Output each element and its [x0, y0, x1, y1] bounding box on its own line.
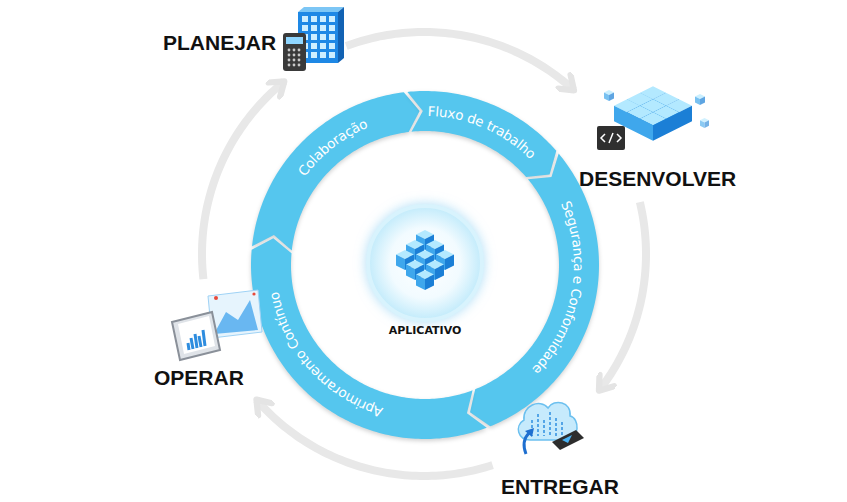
letter: F: [427, 103, 435, 119]
icon-part: [286, 37, 303, 44]
icon-part: [426, 240, 444, 260]
icon-part: [338, 7, 344, 63]
icon-part: [640, 86, 666, 115]
ring-segment-node: Fluxo de trabalho: [405, 89, 559, 180]
ring-label: Segurança e Conformidade: [468, 151, 601, 429]
icon-part: [627, 93, 653, 122]
icon-part: [396, 250, 414, 270]
icon-part: [653, 106, 679, 135]
letter: n: [570, 247, 587, 257]
develop-icon: [597, 86, 709, 150]
icon-part: [283, 33, 306, 71]
icon-part: [302, 16, 335, 58]
icon-part: [287, 48, 302, 68]
stage-node: OPERAR: [152, 285, 262, 395]
icon-part: [426, 260, 444, 280]
icon-part: [604, 90, 614, 101]
app-label: APLICATIVO: [365, 324, 485, 338]
icon-part: [524, 433, 529, 454]
app-circle-shape: [365, 204, 485, 344]
icon-part: [406, 240, 424, 260]
icon-part: [532, 412, 562, 436]
icon-part: [552, 430, 584, 450]
app-cubes: [396, 230, 454, 290]
stage-label: OPERAR: [154, 365, 244, 391]
ring-segment: [407, 91, 556, 177]
icon-part: [416, 250, 434, 270]
icon-part: [298, 12, 338, 63]
icon-part: [640, 99, 666, 128]
icon-part: [188, 330, 205, 350]
stage-label: DESENVOLVER: [579, 166, 736, 192]
operate-icon: [172, 290, 262, 360]
ring-segment-shape: [405, 89, 559, 180]
icon-part: [298, 7, 344, 12]
letter: e: [570, 275, 587, 285]
stage-label: ENTREGAR: [501, 474, 619, 500]
letter: ç: [571, 256, 587, 264]
stage-node: PLANEJAR: [160, 5, 342, 77]
cycle-arrow: [256, 400, 492, 476]
icon-part: [208, 290, 262, 338]
deliver-icon: [518, 402, 584, 454]
icon-part: [518, 402, 577, 440]
ring-segment: [470, 154, 599, 427]
icon-part: [601, 133, 621, 143]
icon-part: [627, 106, 653, 135]
icon-part: [666, 99, 692, 128]
icon-part: [214, 296, 218, 300]
icon-part: [614, 99, 640, 128]
app-circle: [368, 206, 482, 320]
icon-part: [178, 316, 215, 354]
cycle-arrow: [346, 32, 574, 90]
cycle-arrow: [599, 202, 646, 391]
icon-part: [700, 118, 709, 128]
icon-part: [214, 300, 258, 334]
icon-part: [525, 428, 534, 437]
cycle-arrow: [202, 81, 284, 279]
icon-part: [252, 292, 255, 295]
stage-label: PLANEJAR: [163, 30, 276, 56]
icon-part: [406, 260, 424, 280]
letter: a: [571, 263, 587, 272]
icon-part: [562, 435, 572, 443]
plan-icon: [283, 7, 344, 71]
icon-part: [640, 112, 666, 141]
icon-part: [695, 94, 705, 105]
ring-label: Fluxo de trabalho: [405, 89, 559, 180]
icon-part: [416, 270, 434, 290]
app-node: APLICATIVO: [365, 204, 485, 344]
icon-part: [597, 126, 625, 150]
icon-part: [416, 230, 434, 250]
stage-node: DESENVOLVER: [578, 82, 743, 198]
icon-part: [436, 250, 454, 270]
icon-part: [653, 93, 679, 122]
ring-segment-node: Segurança e Conformidade: [468, 151, 601, 429]
icon-part: [172, 312, 220, 360]
